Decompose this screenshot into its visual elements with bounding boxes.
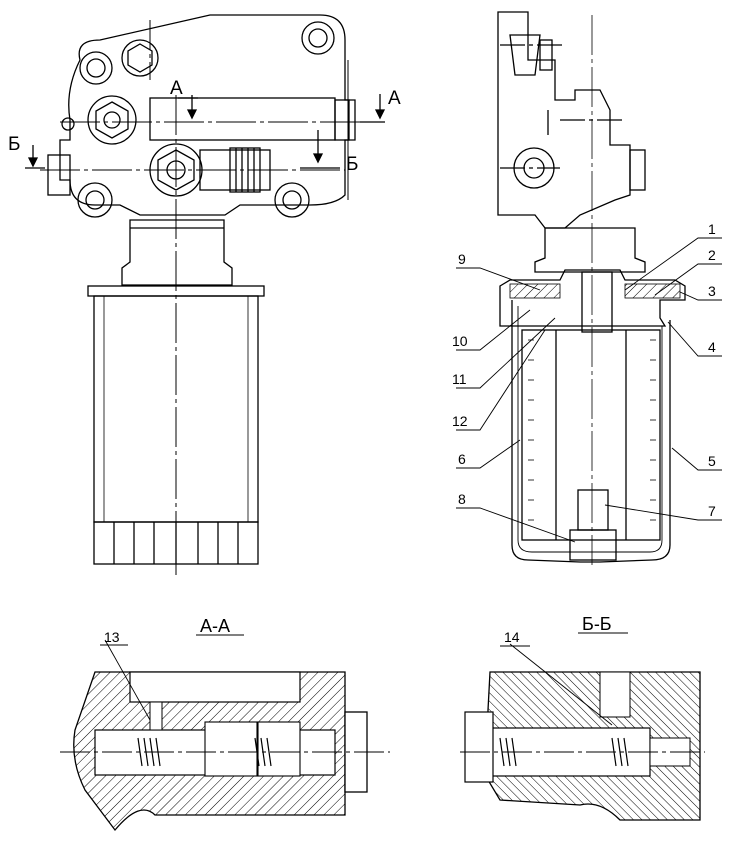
- callout-6: 6: [458, 451, 466, 467]
- side-section-view: [497, 11, 686, 563]
- section-bb: [460, 671, 705, 821]
- leader-14: [509, 643, 613, 726]
- section-markers: [25, 94, 386, 169]
- leader-13: [104, 639, 151, 721]
- callout-10: 10: [452, 333, 468, 349]
- front-view: [47, 14, 356, 565]
- section-mark-b-left: Б: [8, 134, 20, 155]
- front-view-centerlines: [40, 20, 385, 575]
- cover-hatch-left: [509, 283, 561, 299]
- cover-hatch-right: [624, 283, 681, 299]
- callout-7: 7: [708, 503, 716, 519]
- callout-9: 9: [458, 251, 466, 267]
- callout-4: 4: [708, 339, 716, 355]
- callout-12: 12: [452, 413, 468, 429]
- section-mark-a-left: А: [170, 78, 183, 99]
- section-mark-b-right: Б: [346, 154, 358, 175]
- callout-13: 13: [104, 629, 120, 645]
- callout-1: 1: [708, 221, 716, 237]
- callout-11: 11: [452, 371, 467, 387]
- callout-8: 8: [458, 491, 466, 507]
- section-title-bb: Б-Б: [582, 614, 612, 634]
- callout-3: 3: [708, 283, 716, 299]
- callout-5: 5: [708, 453, 716, 469]
- section-mark-a-right: А: [388, 88, 401, 109]
- callout-14: 14: [504, 629, 520, 645]
- callout-2: 2: [708, 247, 716, 263]
- leader-lines: [456, 237, 722, 543]
- section-aa: [60, 671, 390, 832]
- section-title-aa: А-А: [200, 616, 230, 636]
